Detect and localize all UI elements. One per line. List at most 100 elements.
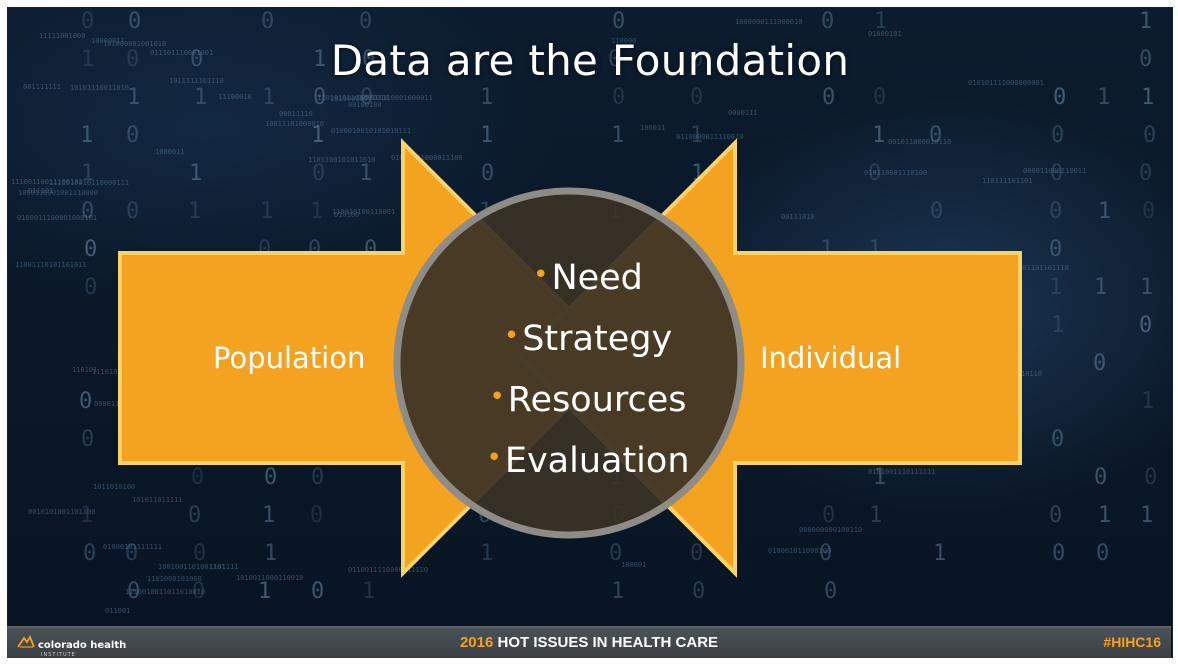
svg-text:0: 0: [1093, 351, 1106, 376]
svg-text:0: 0: [822, 503, 835, 528]
svg-text:0: 0: [1049, 237, 1062, 262]
event-hashtag: #HIHC16: [1103, 634, 1161, 650]
svg-text:0: 0: [84, 237, 97, 262]
svg-text:1: 1: [1140, 275, 1153, 300]
svg-text:0: 0: [125, 541, 138, 566]
svg-text:1: 1: [1051, 313, 1064, 338]
svg-text:1: 1: [1098, 199, 1111, 224]
svg-text:0: 0: [81, 427, 94, 452]
svg-text:0: 0: [821, 9, 834, 34]
svg-text:0: 0: [1096, 541, 1109, 566]
svg-text:0: 0: [612, 9, 625, 34]
svg-text:0: 0: [1051, 427, 1064, 452]
svg-text:0: 0: [930, 199, 943, 224]
svg-text:1011010100: 1011010100: [93, 483, 135, 491]
center-circle: [393, 187, 745, 539]
svg-text:1: 1: [872, 123, 885, 148]
svg-text:0: 0: [929, 123, 942, 148]
svg-text:1: 1: [127, 85, 140, 110]
svg-text:00011110: 00011110: [279, 110, 313, 118]
svg-text:0: 0: [868, 161, 881, 186]
svg-text:011101: 011101: [28, 187, 53, 195]
svg-text:0: 0: [873, 85, 886, 110]
svg-text:1: 1: [258, 579, 271, 604]
svg-text:0100011100001000101: 0100011100001000101: [17, 214, 97, 222]
svg-text:0: 0: [359, 9, 372, 34]
svg-text:1111010010110000111: 1111010010110000111: [49, 179, 129, 187]
svg-text:0: 0: [313, 85, 326, 110]
svg-text:010001011000100: 010001011000100: [768, 547, 831, 555]
svg-text:001011000010110: 001011000010110: [888, 138, 951, 146]
svg-text:0: 0: [1049, 503, 1062, 528]
svg-text:110101: 110101: [72, 366, 97, 374]
svg-text:0001101101110: 0001101101110: [1014, 264, 1069, 272]
svg-text:110111101101: 110111101101: [982, 177, 1033, 185]
svg-text:101000100: 101000100: [330, 95, 368, 103]
svg-text:1001001101001101: 1001001101001101: [158, 563, 225, 571]
svg-text:1: 1: [611, 579, 624, 604]
svg-text:0: 0: [126, 123, 139, 148]
svg-text:110010100110001: 110010100110001: [332, 208, 395, 216]
svg-text:0: 0: [128, 9, 141, 34]
svg-text:0100010010101010111: 0100010010101010111: [331, 127, 411, 135]
logo-name: colorado health: [38, 640, 127, 651]
svg-text:0110000011110010: 0110000011110010: [676, 133, 743, 141]
svg-text:1: 1: [310, 199, 323, 224]
svg-text:0: 0: [608, 47, 621, 72]
svg-text:0: 0: [612, 85, 625, 110]
svg-text:1: 1: [264, 541, 277, 566]
svg-text:1: 1: [1049, 275, 1062, 300]
svg-text:1011111101110: 1011111101110: [169, 77, 224, 85]
svg-text:0: 0: [1052, 541, 1065, 566]
svg-text:010101111000000001: 010101111000000001: [968, 79, 1044, 87]
svg-text:0: 0: [190, 47, 203, 72]
svg-text:0: 0: [264, 465, 277, 490]
svg-text:000000000100110: 000000000100110: [799, 526, 862, 534]
svg-text:0: 0: [310, 503, 323, 528]
svg-text:0: 0: [1050, 161, 1063, 186]
svg-text:1: 1: [1094, 275, 1107, 300]
svg-text:1: 1: [313, 47, 326, 72]
svg-text:1000000111000010: 1000000111000010: [735, 18, 802, 26]
svg-text:101000001001010: 101000001001010: [103, 40, 166, 48]
svg-text:01000101111111: 01000101111111: [103, 543, 162, 551]
svg-text:0: 0: [193, 541, 206, 566]
svg-text:1: 1: [480, 541, 493, 566]
svg-text:0: 0: [1139, 161, 1152, 186]
svg-text:0: 0: [819, 541, 832, 566]
svg-text:1: 1: [480, 85, 493, 110]
svg-text:1: 1: [869, 503, 882, 528]
svg-text:1000011: 1000011: [155, 148, 185, 156]
event-title: 2016 HOT ISSUES IN HEALTH CARE: [7, 634, 1171, 651]
svg-text:0: 0: [690, 47, 703, 72]
list-item-need: •Need: [533, 258, 643, 298]
svg-text:0: 0: [79, 389, 92, 414]
svg-text:0: 0: [1144, 465, 1157, 490]
svg-text:10000011: 10000011: [91, 37, 125, 45]
svg-text:0: 0: [127, 579, 140, 604]
svg-text:11001110101101011: 11001110101101011: [15, 261, 87, 269]
svg-text:11100110011100101: 11100110011100101: [11, 178, 83, 186]
svg-text:0: 0: [192, 579, 205, 604]
svg-text:100001: 100001: [621, 561, 646, 569]
svg-text:1: 1: [81, 47, 94, 72]
svg-text:0110011110000011110: 0110011110000011110: [348, 566, 428, 574]
svg-text:0: 0: [126, 199, 139, 224]
svg-text:1: 1: [359, 161, 372, 186]
foundation-list: •Need •Strategy •Resources •Evaluation: [428, 246, 748, 490]
svg-text:0: 0: [1139, 313, 1152, 338]
svg-text:1: 1: [1140, 503, 1153, 528]
svg-text:1: 1: [262, 85, 275, 110]
svg-text:001111111: 001111111: [23, 83, 61, 91]
individual-label: Individual: [760, 341, 902, 375]
svg-text:10011101000010: 10011101000010: [265, 120, 324, 128]
svg-text:0: 0: [191, 465, 204, 490]
svg-text:1: 1: [80, 503, 93, 528]
mountain-logo-icon: [17, 634, 35, 648]
svg-text:1: 1: [874, 9, 887, 34]
svg-text:0: 0: [83, 541, 96, 566]
svg-text:1: 1: [1141, 85, 1154, 110]
svg-text:0: 0: [81, 199, 94, 224]
bullet-dot-icon: •: [486, 443, 502, 473]
event-name: HOT ISSUES IN HEALTH CARE: [497, 634, 719, 651]
